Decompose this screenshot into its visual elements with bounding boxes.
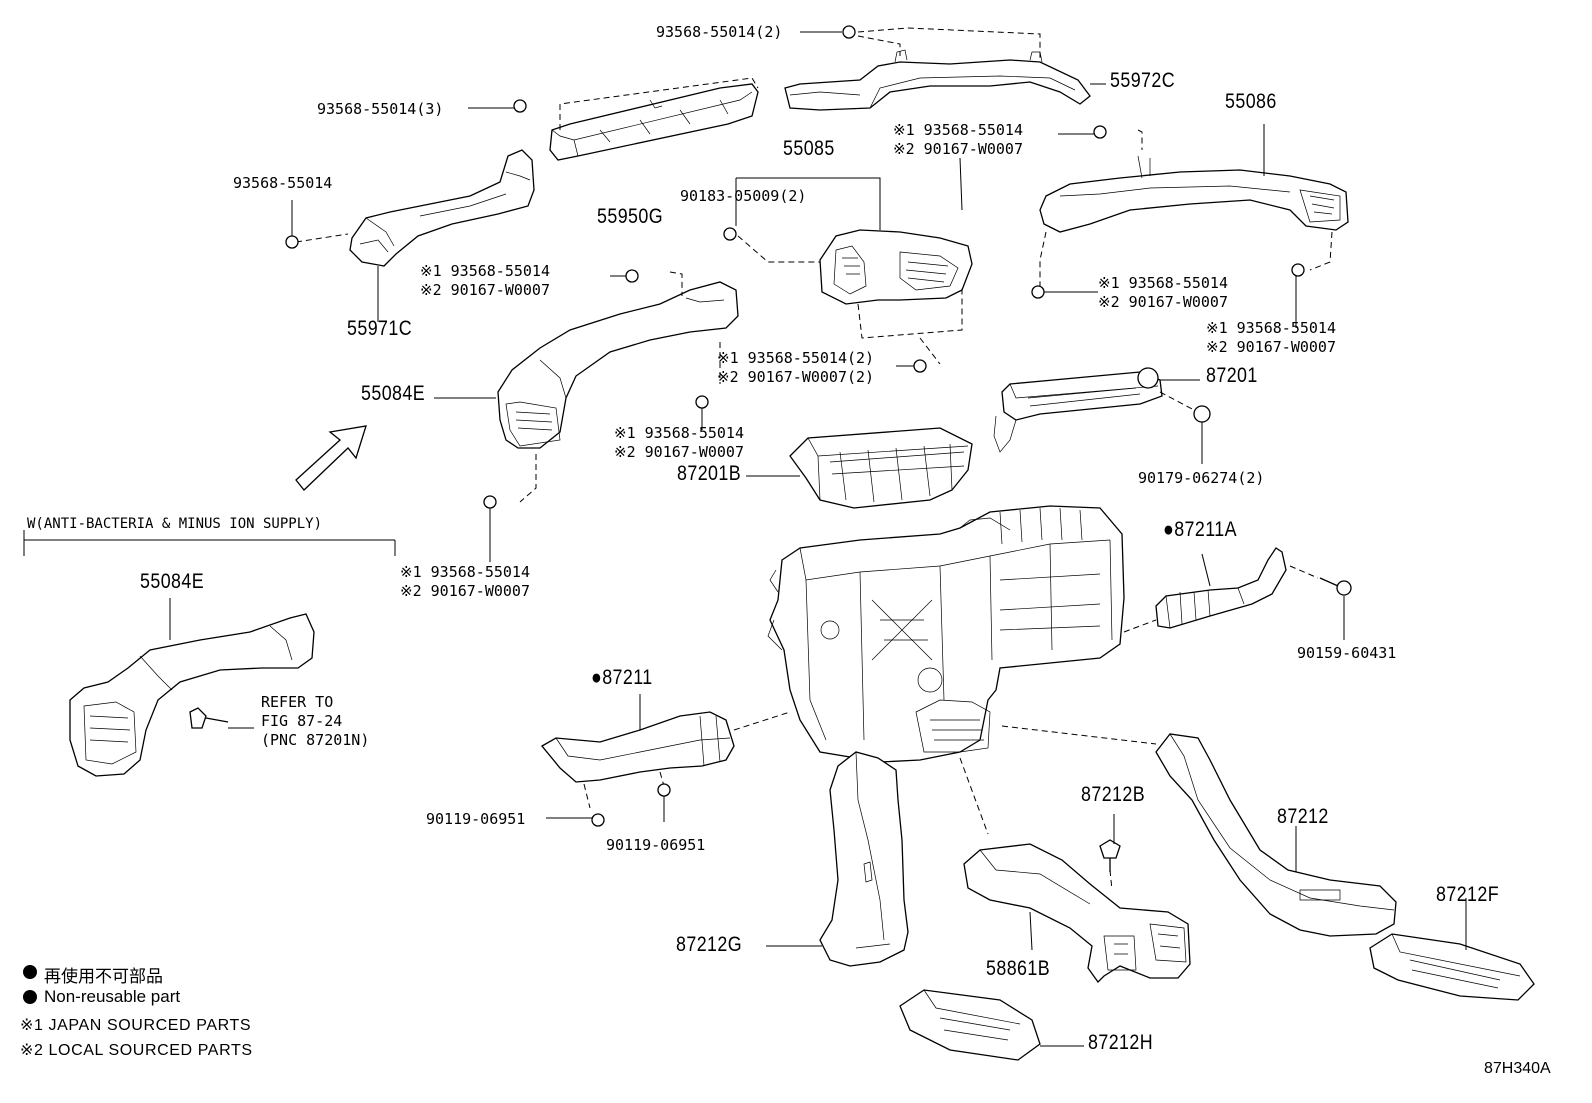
- fastener-label: ※1 93568-55014(2): [717, 349, 875, 367]
- part-label: 55084E: [140, 570, 205, 593]
- legend-local-sourced: ※2 LOCAL SOURCED PARTS: [20, 1042, 253, 1059]
- part-label: 55950G: [597, 205, 664, 228]
- duct-55084e-upper: [497, 271, 739, 503]
- leader-lines: [23, 31, 1467, 1047]
- fastener-label: 90159-60431: [1297, 644, 1397, 662]
- direction-arrow: [295, 425, 367, 491]
- fastener-label: ※1 93568-55014: [420, 262, 550, 280]
- fastener-label: ※2 90167-W0007(2): [717, 368, 875, 386]
- legend-non-reusable-en: Non-reusable part: [44, 987, 181, 1006]
- part-label: ●87211A: [1163, 518, 1237, 541]
- part-label: ●87211: [591, 666, 653, 689]
- duct-55972c: [784, 27, 1091, 111]
- register-55085: [737, 229, 973, 365]
- part-label: 87212B: [1081, 783, 1146, 806]
- fastener-label: 93568-55014(3): [317, 100, 444, 118]
- part-label: 87201: [1206, 364, 1258, 387]
- part-label: 87212: [1277, 805, 1329, 828]
- part-label: 55084E: [361, 382, 426, 405]
- fastener-label: ※2 90167-W0007: [893, 140, 1023, 158]
- fastener-label: ※1 93568-55014: [1098, 274, 1228, 292]
- part-label: 58861B: [986, 957, 1051, 980]
- fastener-label: ※2 90167-W0007: [420, 281, 550, 299]
- duct-55086: [1039, 129, 1349, 292]
- duct-55950g: [549, 77, 759, 161]
- plate-87212f: [1369, 933, 1535, 1001]
- legend-non-reusable-jp: 再使用不可部品: [44, 967, 163, 986]
- part-label: 55086: [1225, 90, 1277, 113]
- fastener-label: ※2 90167-W0007: [1206, 338, 1336, 356]
- fastener-label: 90119-06951: [606, 836, 706, 854]
- part-label: 87212H: [1088, 1031, 1154, 1054]
- fastener-label: ※1 93568-55014: [400, 563, 530, 581]
- louver-87201: [993, 367, 1211, 453]
- part-label: 55085: [783, 137, 835, 160]
- part-label: 55971C: [347, 317, 413, 340]
- duct-87212g: [819, 751, 909, 967]
- refer-line: FIG 87-24: [261, 712, 343, 730]
- part-label: 87212G: [676, 933, 743, 956]
- duct-55084e-variant: [69, 613, 315, 777]
- refer-line: (PNC 87201N): [261, 731, 370, 749]
- hvac-unit: [767, 505, 1125, 763]
- part-label: 55972C: [1110, 69, 1176, 92]
- diagram-code: 87H340A: [1484, 1060, 1551, 1077]
- non-reusable-dot-icon: [23, 965, 37, 979]
- non-reusable-dot-icon: [23, 990, 37, 1004]
- part-label: 87212F: [1436, 883, 1500, 906]
- fastener-label: ※1 93568-55014: [614, 424, 744, 442]
- louver-87201b: [789, 427, 973, 509]
- part-label: 87201B: [677, 462, 742, 485]
- duct-55971c: [295, 149, 535, 267]
- fastener-label: ※2 90167-W0007: [400, 582, 530, 600]
- fastener-label: ※1 93568-55014: [1206, 319, 1336, 337]
- fastener-label: 90183-05009(2): [680, 187, 807, 205]
- duct-87212: [1001, 725, 1397, 937]
- part-87211: [541, 711, 791, 827]
- refer-line: REFER TO: [261, 693, 334, 711]
- variant-header: W(ANTI-BACTERIA & MINUS ION SUPPLY): [27, 516, 323, 532]
- fastener-label: 93568-55014: [233, 174, 333, 192]
- fastener-label: ※1 93568-55014: [893, 121, 1023, 139]
- fastener-label: ※2 90167-W0007: [614, 443, 744, 461]
- fastener-label: 90119-06951: [426, 810, 526, 828]
- duct-58861b: [959, 757, 1191, 984]
- fastener-label: 90179-06274(2): [1138, 469, 1265, 487]
- fastener-label: 93568-55014(2): [656, 23, 783, 41]
- part-87211a: [1123, 547, 1352, 633]
- fastener-label: ※2 90167-W0007: [1098, 293, 1228, 311]
- legend-japan-sourced: ※1 JAPAN SOURCED PARTS: [20, 1017, 252, 1034]
- plate-87212h: [899, 989, 1041, 1061]
